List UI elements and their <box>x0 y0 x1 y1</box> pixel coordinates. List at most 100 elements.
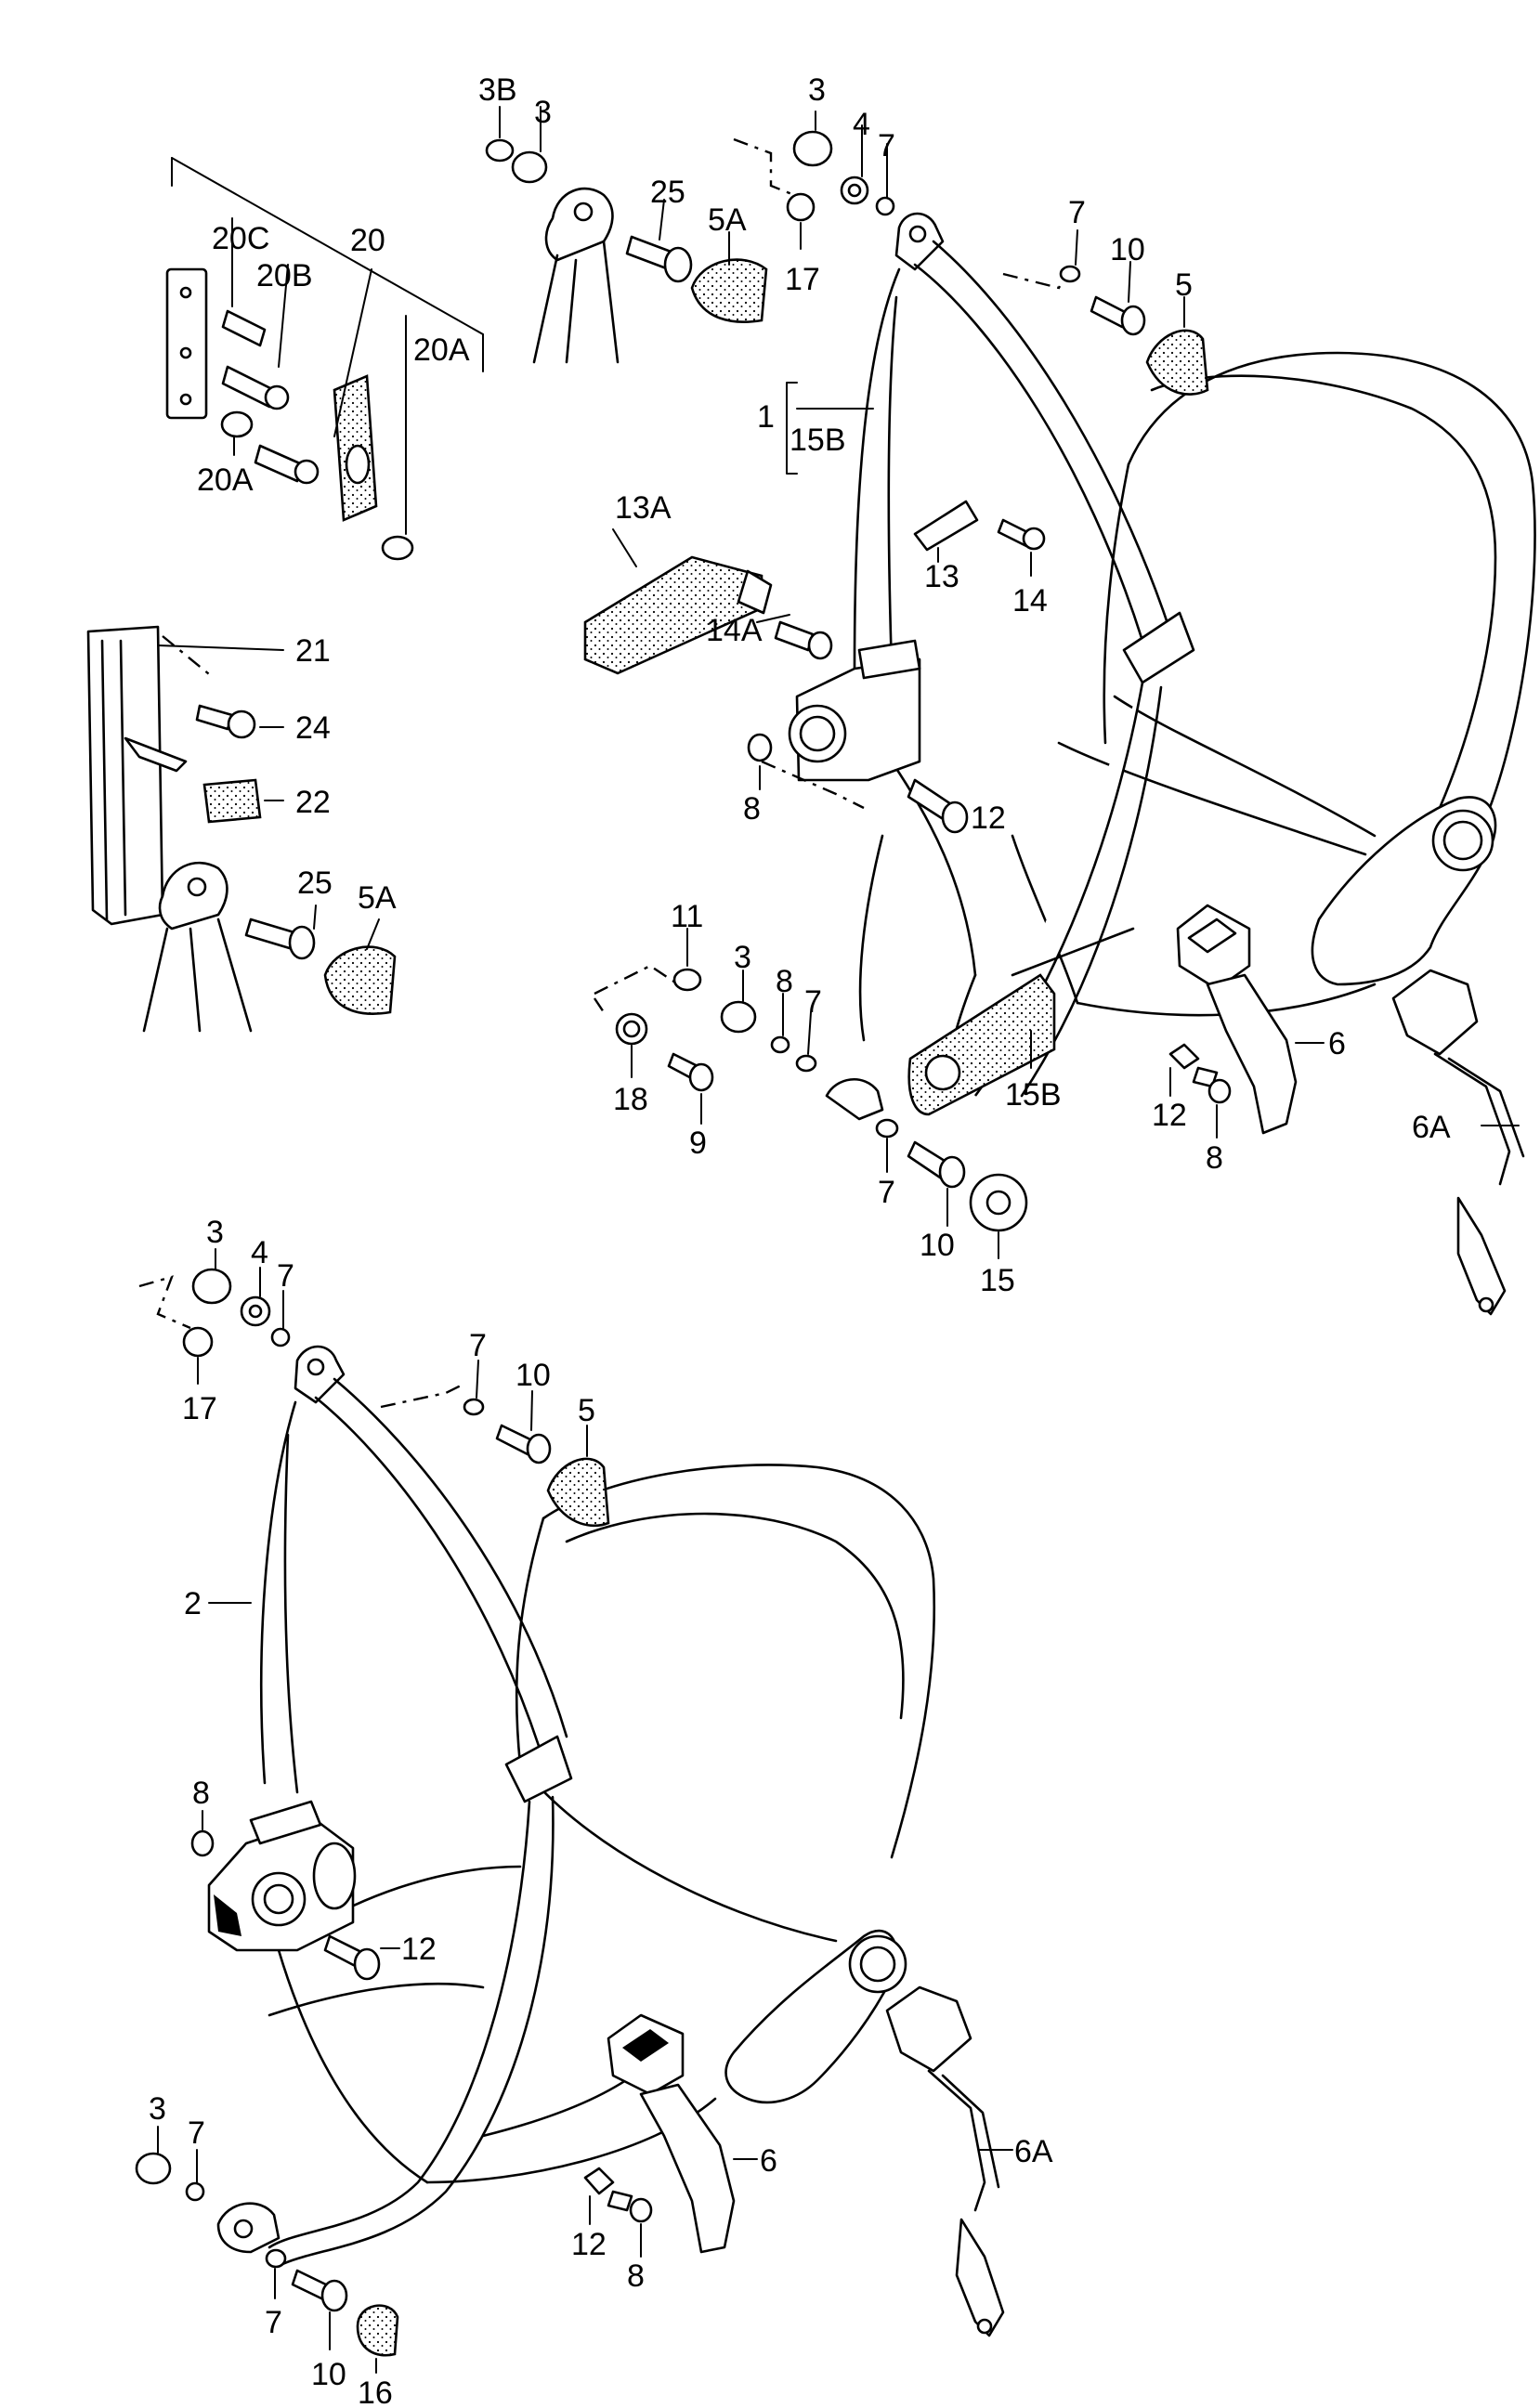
callout-6A: 6A <box>1412 1110 1451 1145</box>
callout-labels: 3B 3 3 4 7 17 25 5A 7 10 5 20C 20 20B 20… <box>149 72 1451 2408</box>
callout-6A: 6A <box>1014 2134 1053 2169</box>
callout-24: 24 <box>295 710 331 746</box>
callout-7: 7 <box>804 984 822 1020</box>
buckle-icon <box>885 1985 972 2073</box>
callout-8: 8 <box>776 964 793 999</box>
callout-7: 7 <box>188 2115 205 2151</box>
lower-anchor-group-bottom <box>135 2126 399 2374</box>
buckle-group-lower <box>583 1985 1013 2337</box>
washer-icon <box>770 1035 790 1054</box>
spacer-sleeve-icon <box>135 2152 172 2185</box>
cap-icon <box>323 945 397 1015</box>
callout-5: 5 <box>578 1393 595 1428</box>
bolt-icon <box>221 309 267 347</box>
retractor-upper <box>747 639 969 834</box>
washer-icon <box>875 1118 899 1139</box>
callout-18: 18 <box>613 1082 648 1117</box>
callout-15: 15 <box>980 1263 1015 1298</box>
washer-icon <box>672 968 702 992</box>
callout-8: 8 <box>192 1776 210 1811</box>
seat-rail-group <box>86 625 397 1033</box>
callout-15B: 15B <box>1005 1077 1062 1113</box>
callout-10: 10 <box>311 2357 346 2392</box>
callout-7: 7 <box>1068 195 1086 230</box>
callout-7: 7 <box>469 1328 487 1363</box>
recliner-cover-lower <box>724 1929 907 2104</box>
cap-icon <box>546 1457 610 1528</box>
callout-6: 6 <box>760 2143 777 2179</box>
bracket-group-20 <box>165 157 484 561</box>
callout-16: 16 <box>358 2375 393 2408</box>
callout-10: 10 <box>516 1358 551 1393</box>
lower-anchor-group-upper <box>594 927 1135 1259</box>
callout-14: 14 <box>1012 583 1048 618</box>
washer-icon <box>1059 265 1081 283</box>
callout-3B: 3B <box>478 72 517 108</box>
washer-icon <box>875 196 895 216</box>
washer-icon <box>747 733 773 762</box>
upper-anchor-group <box>485 106 768 364</box>
callout-20: 20 <box>350 223 385 258</box>
callout-1: 1 <box>757 399 775 435</box>
callout-5A: 5A <box>708 202 747 238</box>
callout-22: 22 <box>295 785 331 820</box>
recliner-cover-upper <box>1311 796 1497 986</box>
callout-25: 25 <box>297 866 333 901</box>
spacer-sleeve-icon <box>220 410 254 438</box>
washer-icon <box>485 138 515 163</box>
callout-13: 13 <box>924 559 959 594</box>
upper-right-spacer-group <box>733 111 895 250</box>
callout-10: 10 <box>920 1228 955 1263</box>
callout-12: 12 <box>401 1932 437 1967</box>
cap-icon <box>381 535 414 561</box>
bolt-icon <box>254 444 304 483</box>
callout-3: 3 <box>734 940 751 975</box>
buckle-group-upper <box>1168 904 1525 1316</box>
callout-5A: 5A <box>358 880 397 916</box>
washer-icon <box>795 1054 817 1073</box>
bolt-icon <box>195 704 234 731</box>
callout-25: 25 <box>650 175 685 210</box>
spacer-sleeve-icon <box>792 130 833 167</box>
callout-5: 5 <box>1175 267 1193 303</box>
callout-2: 2 <box>184 1586 202 1621</box>
cap-icon <box>1145 329 1209 396</box>
bolt-icon <box>583 2167 615 2195</box>
lower-spacer-group <box>138 1248 291 1385</box>
callout-15B: 15B <box>790 423 846 458</box>
belt-assembly-2 <box>208 1345 610 2268</box>
belt-guide-group <box>583 500 1046 675</box>
callout-8: 8 <box>743 791 761 827</box>
callout-20A: 20A <box>197 462 254 498</box>
spacer-sleeve-icon <box>191 1268 232 1305</box>
bolt-icon <box>1168 1043 1200 1070</box>
callout-7: 7 <box>265 2305 282 2340</box>
callout-14A: 14A <box>706 613 763 648</box>
callout-6: 6 <box>1328 1026 1346 1061</box>
callout-12: 12 <box>1152 1098 1187 1133</box>
callout-20B: 20B <box>256 258 313 293</box>
washer-icon <box>265 2248 287 2269</box>
callout-7: 7 <box>878 128 895 163</box>
spacer-sleeve-icon <box>720 1000 757 1034</box>
callout-10: 10 <box>1110 232 1145 267</box>
callout-4: 4 <box>853 107 870 142</box>
callout-20A-box: 20A <box>413 332 470 368</box>
cap-icon <box>356 2304 399 2357</box>
spacer-sleeve-icon <box>511 150 548 184</box>
washer-icon <box>270 1327 291 1347</box>
anchor-plate-icon <box>158 861 228 931</box>
callout-11: 11 <box>671 899 703 934</box>
callout-13A: 13A <box>615 490 672 526</box>
washer-icon <box>1207 1078 1232 1104</box>
callout-17: 17 <box>785 262 820 297</box>
callout-20C: 20C <box>212 221 269 256</box>
callout-12: 12 <box>571 2227 607 2262</box>
callout-3: 3 <box>149 2091 166 2127</box>
callout-8: 8 <box>1206 1140 1223 1176</box>
callout-12: 12 <box>971 800 1006 836</box>
callout-8: 8 <box>627 2258 645 2294</box>
callout-3: 3 <box>534 95 552 130</box>
bolt-icon <box>774 620 815 652</box>
label-bracket-1 <box>786 382 874 475</box>
